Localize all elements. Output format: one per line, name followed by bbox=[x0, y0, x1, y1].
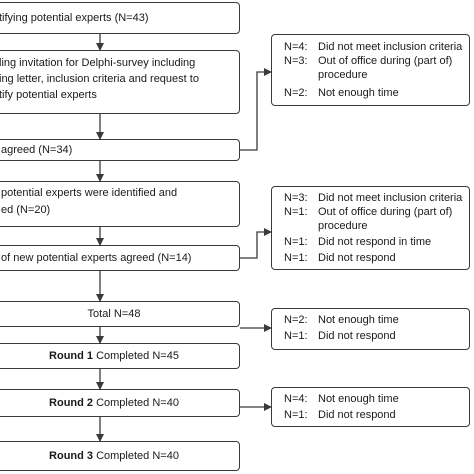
exclusion-count: N=1: bbox=[284, 330, 308, 342]
box-text-line-3: tify potential experts bbox=[0, 89, 97, 101]
exclusion-count: N=4: bbox=[284, 393, 308, 405]
exclusion-box-3: N=2: Not enough time N=1: Did not respond bbox=[271, 308, 470, 350]
box-new-experts-agreed: of new potential experts agreed (N=14) bbox=[0, 245, 240, 271]
round-completed: Completed N=40 bbox=[93, 397, 179, 409]
exclusion-reason: Did not respond bbox=[318, 330, 396, 342]
exclusion-count: N=1: bbox=[284, 236, 308, 248]
exclusion-reason: procedure bbox=[318, 220, 368, 232]
box-invitation: ling invitation for Delphi-survey includ… bbox=[0, 50, 240, 114]
exclusion-reason: Did not meet inclusion criteria bbox=[318, 192, 463, 204]
box-text: of new potential experts agreed (N=14) bbox=[1, 252, 192, 264]
exclusion-count: N=3: bbox=[284, 192, 308, 204]
exclusion-count: N=3: bbox=[284, 55, 308, 67]
exclusion-reason: procedure bbox=[318, 69, 368, 81]
exclusion-reason: Out of office during (part of) bbox=[318, 206, 453, 218]
exclusion-count: N=2: bbox=[284, 314, 308, 326]
box-total: Total N=48 bbox=[0, 301, 240, 327]
connector-b3-s1 bbox=[240, 68, 272, 151]
exclusion-count: N=1: bbox=[284, 206, 308, 218]
box-text-line-1: ling invitation for Delphi-survey includ… bbox=[0, 57, 196, 69]
exclusion-reason: Did not meet inclusion criteria bbox=[318, 41, 463, 53]
connector-b5-s2 bbox=[240, 228, 272, 259]
exclusion-count: N=4: bbox=[284, 41, 308, 53]
round-label: Round 2 bbox=[49, 397, 94, 409]
box-agreed: agreed (N=34) bbox=[0, 139, 240, 161]
exclusion-count: N=1: bbox=[284, 252, 308, 264]
exclusion-reason: Did not respond bbox=[318, 409, 396, 421]
round-completed: Completed N=45 bbox=[93, 350, 179, 362]
box-round-3: Round 3 Completed N=40 bbox=[0, 441, 240, 471]
box-text: agreed (N=34) bbox=[1, 144, 73, 156]
exclusion-box-2: N=3: Did not meet inclusion criteria N=1:… bbox=[271, 186, 470, 270]
box-text-line-1: potential experts were identified and bbox=[1, 187, 178, 199]
exclusion-box-4: N=4: Not enough time N=1: Did not respond bbox=[271, 387, 470, 427]
box-text-line-2: ing letter, inclusion criteria and reque… bbox=[0, 73, 199, 85]
round-label: Round 3 bbox=[49, 450, 94, 462]
exclusion-reason: Did not respond in time bbox=[318, 236, 432, 248]
exclusion-reason: Did not respond bbox=[318, 252, 396, 264]
round-completed: Completed N=40 bbox=[93, 450, 179, 462]
exclusion-reason: Not enough time bbox=[318, 393, 399, 405]
box-round-1: Round 1 Completed N=45 bbox=[0, 343, 240, 369]
exclusion-box-1: N=4: Did not meet inclusion criteria N=3:… bbox=[271, 34, 470, 106]
box-round-2: Round 2 Completed N=40 bbox=[0, 389, 240, 417]
round-label: Round 1 bbox=[49, 350, 94, 362]
box-identifying-experts: tifying potential experts (N=43) bbox=[0, 2, 240, 34]
box-new-experts-identified: potential experts were identified and ed… bbox=[0, 181, 240, 227]
box-text: tifying potential experts (N=43) bbox=[0, 12, 149, 24]
box-text: Total N=48 bbox=[87, 308, 141, 320]
exclusion-reason: Not enough time bbox=[318, 87, 399, 99]
exclusion-reason: Out of office during (part of) bbox=[318, 55, 453, 67]
exclusion-count: N=1: bbox=[284, 409, 308, 421]
exclusion-count: N=2: bbox=[284, 87, 308, 99]
exclusion-reason: Not enough time bbox=[318, 314, 399, 326]
box-text-line-2: ed (N=20) bbox=[1, 204, 51, 216]
